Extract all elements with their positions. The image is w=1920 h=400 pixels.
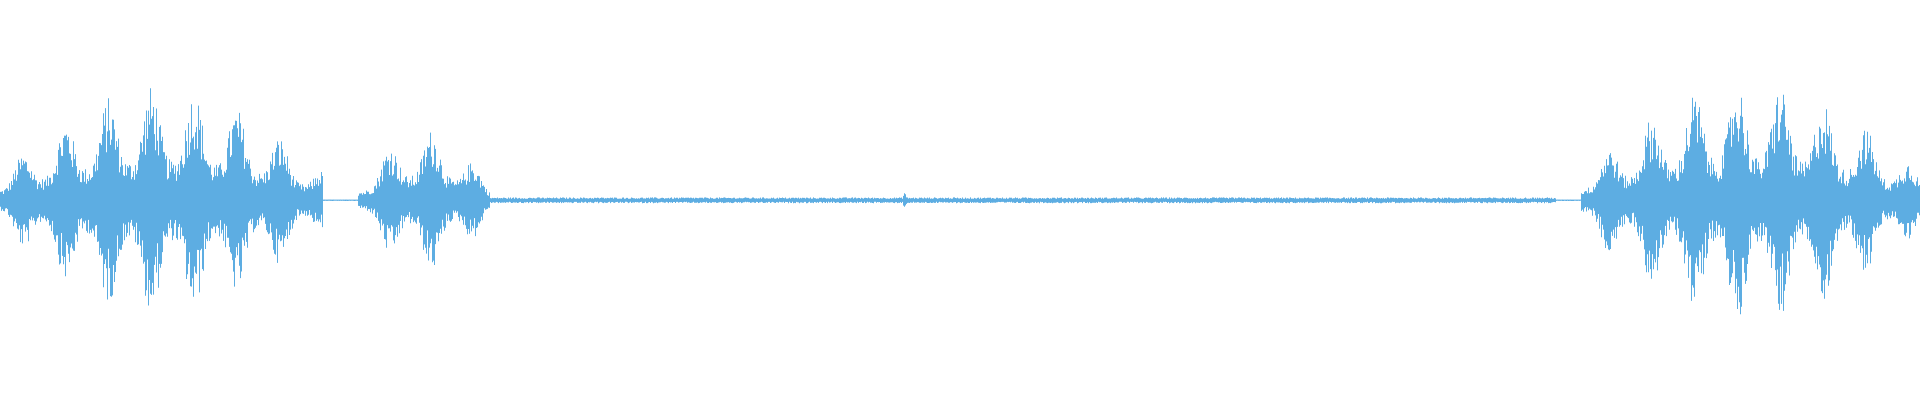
waveform-trace [0,88,1920,315]
